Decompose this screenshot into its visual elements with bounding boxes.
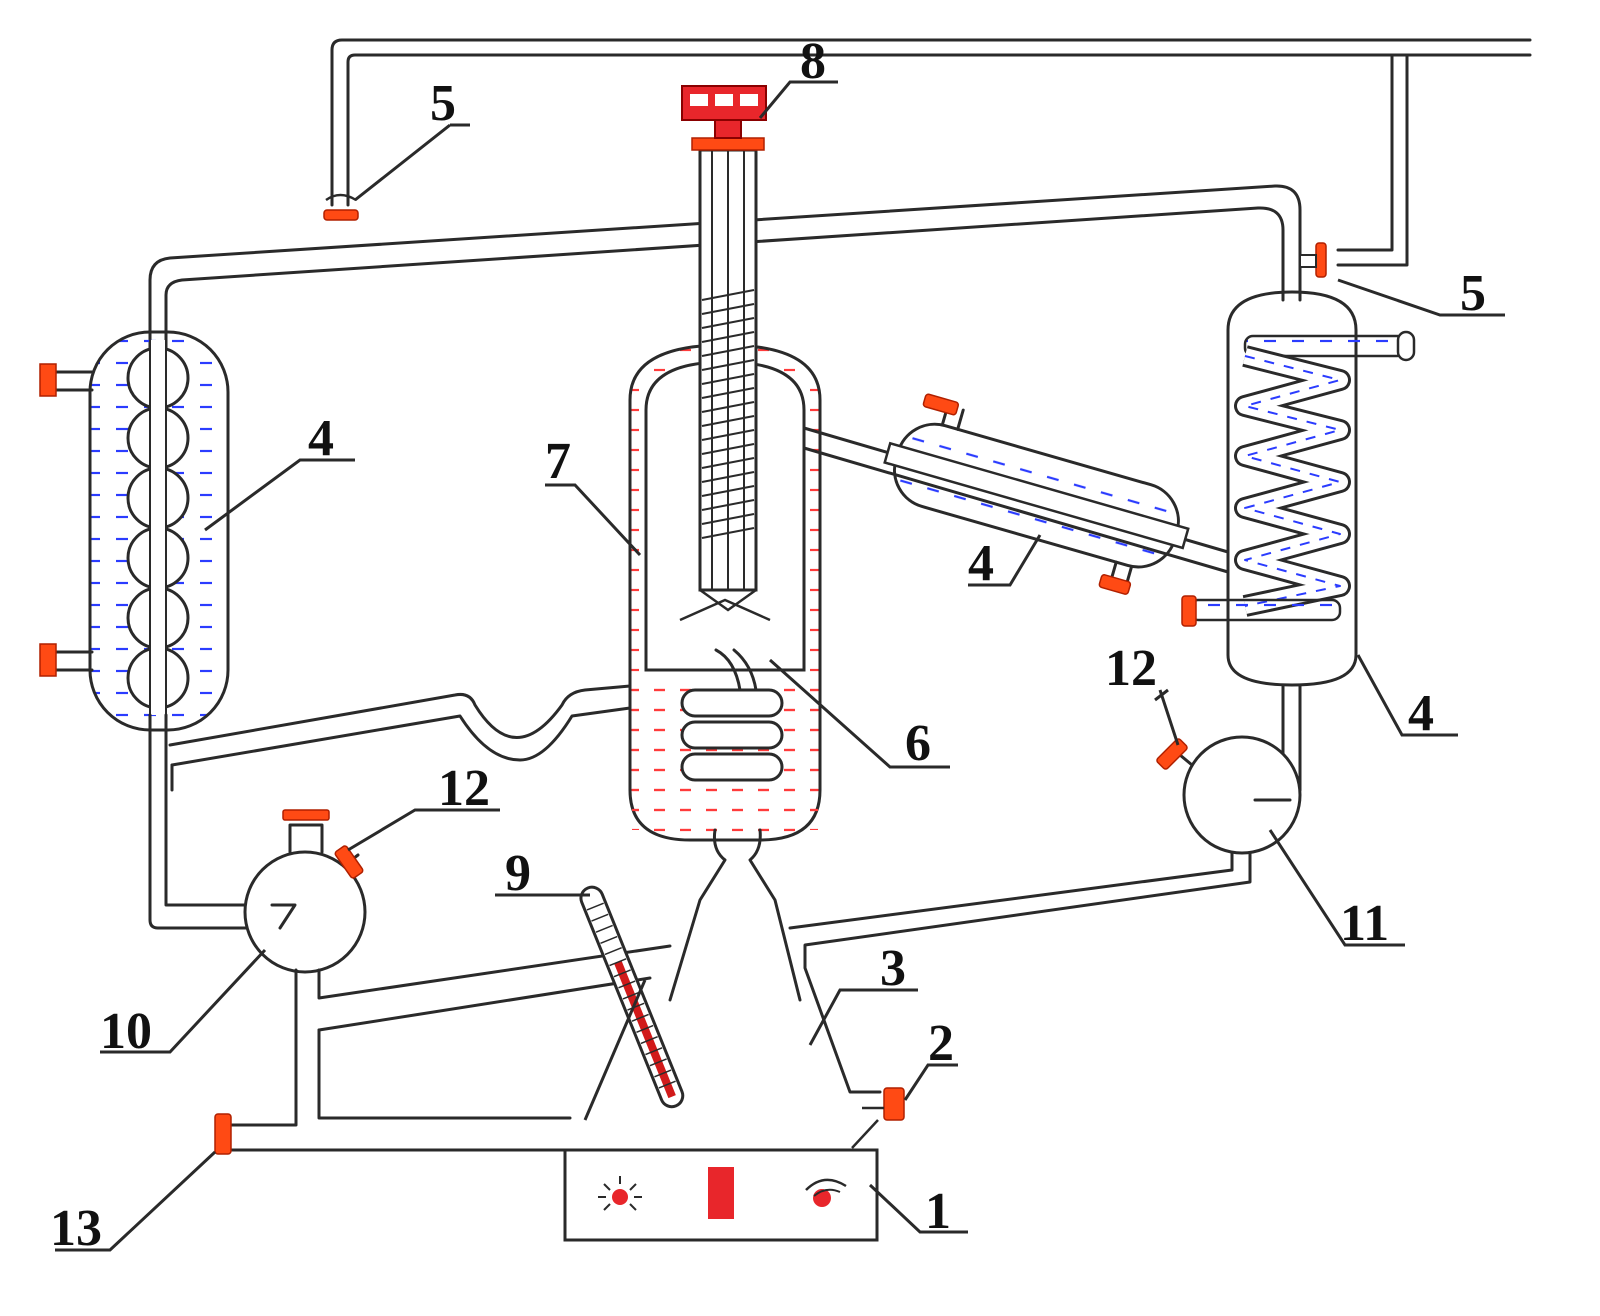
label-7: 7	[545, 433, 571, 490]
valve-left-condenser-bottom[interactable]	[39, 643, 57, 677]
bulb-condenser-left	[54, 330, 230, 732]
flask-10	[243, 809, 367, 974]
valve-right-condenser-inlet[interactable]	[1181, 595, 1197, 627]
label-6: 6	[905, 715, 931, 772]
valve-slanted-condenser-top[interactable]	[922, 393, 960, 416]
flask-11	[788, 735, 1302, 1094]
label-4-right-condenser: 4	[1408, 685, 1434, 742]
label-2: 2	[928, 1015, 954, 1072]
label-5-left: 5	[430, 75, 456, 132]
stirrer-8	[681, 85, 767, 612]
heating-coil	[680, 648, 784, 782]
valve-2[interactable]	[851, 1087, 905, 1149]
slanted-condenser	[883, 404, 1190, 588]
label-3: 3	[880, 940, 906, 997]
label-13: 13	[50, 1200, 102, 1257]
label-1: 1	[925, 1183, 951, 1240]
label-12-right: 12	[1105, 640, 1157, 697]
top-manifold-pipe	[330, 38, 1532, 267]
label-10: 10	[100, 1003, 152, 1060]
valve-5-right[interactable]	[1299, 242, 1327, 278]
label-11: 11	[1340, 895, 1389, 952]
label-12-left: 12	[438, 760, 490, 817]
coil-condenser-right	[1188, 290, 1416, 802]
power-switch-icon[interactable]	[708, 1167, 734, 1219]
valve-left-condenser-top[interactable]	[39, 363, 57, 397]
left-return-piping	[148, 684, 632, 930]
label-5-right: 5	[1460, 265, 1486, 322]
valve-13[interactable]	[214, 1113, 232, 1155]
indicator-light-icon	[598, 1176, 642, 1211]
flask-10-outlets	[230, 944, 672, 1152]
label-4-slanted-condenser: 4	[968, 535, 994, 592]
thermometer-9	[579, 885, 685, 1109]
valve-12-right[interactable]	[1156, 738, 1189, 771]
valve-12-left[interactable]	[334, 845, 364, 879]
leader-lines	[55, 80, 1505, 1252]
label-8: 8	[800, 33, 826, 90]
label-9: 9	[505, 845, 531, 902]
label-4-left-condenser: 4	[308, 410, 334, 467]
valve-5-left[interactable]	[323, 193, 359, 221]
valve-slanted-condenser-bottom[interactable]	[1098, 574, 1132, 595]
control-knob-icon[interactable]	[805, 1178, 847, 1207]
